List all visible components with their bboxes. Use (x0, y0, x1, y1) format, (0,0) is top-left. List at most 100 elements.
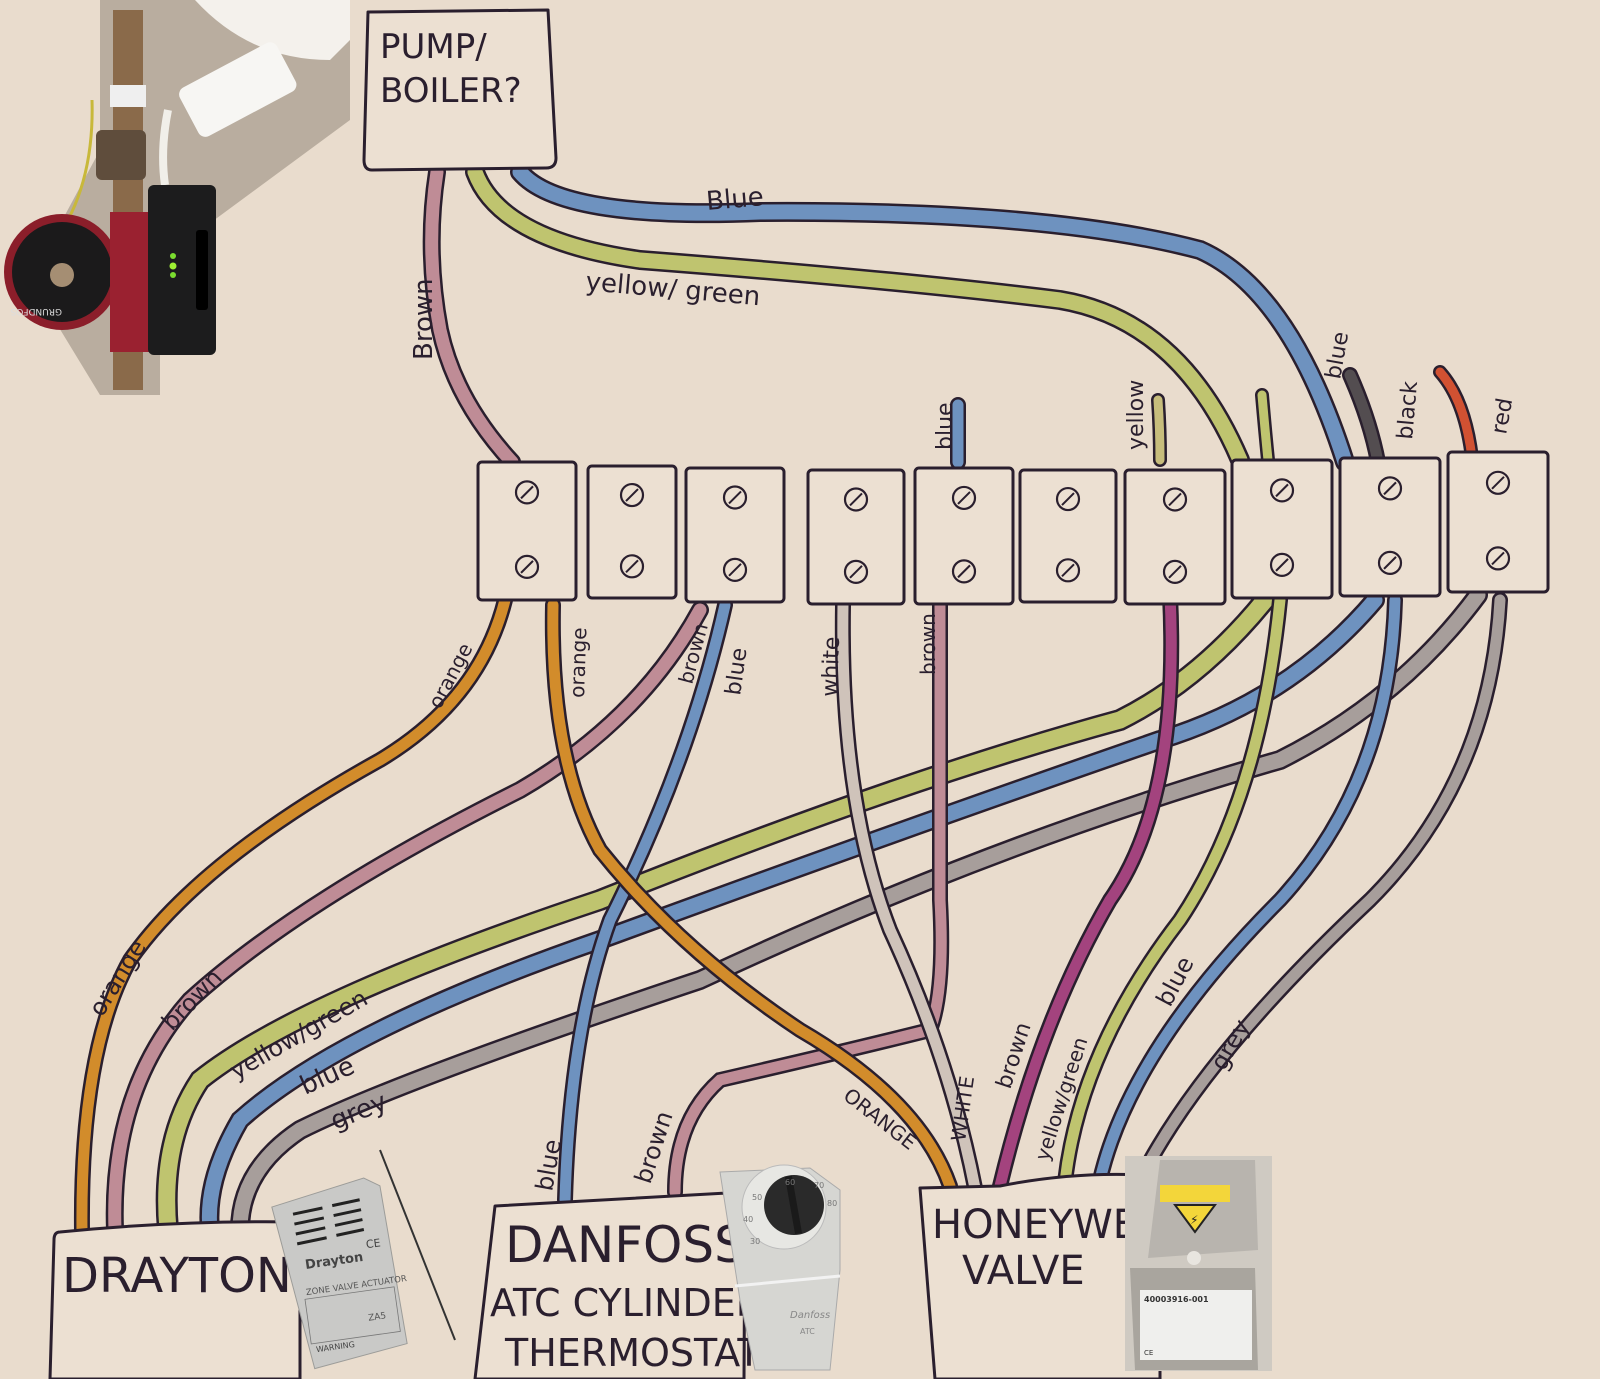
label-top-black-9: black (1393, 380, 1423, 441)
danfoss-label-line3: THERMOSTAT (504, 1331, 761, 1375)
wire-honeywell-orange (544, 597, 958, 1194)
pump-boiler-box: PUMP/ BOILER? (362, 8, 558, 172)
screw-slot (625, 488, 639, 502)
honeywell-photo-ce: CE (1144, 1349, 1153, 1357)
wire-top-yellow-green-8 (1255, 388, 1275, 467)
screw-slot (1061, 563, 1075, 578)
top-screw-icon (1377, 476, 1403, 501)
terminal-1 (476, 460, 578, 602)
wire-honeywell-grey (1132, 592, 1508, 1188)
screw-slot (957, 491, 971, 505)
dial-mark-50: 50 (752, 1193, 762, 1202)
terminal-housing (913, 466, 1015, 606)
wire-labels: Brown Blue yellow/ green blue yellow blu… (83, 182, 1518, 1193)
bottom-screw-icon (1055, 558, 1081, 583)
honeywell-actuator-photo: ⚡ 40003916-001 CE (1125, 1156, 1272, 1371)
wire-honeywell-orange-fill (547, 599, 956, 1192)
danfoss-label-line1: DANFOSS (505, 1216, 746, 1274)
bottom-screw-icon (843, 559, 869, 584)
bottom-screw-icon (619, 554, 645, 579)
terminal-housing (1123, 468, 1227, 606)
top-screw-icon (1055, 486, 1081, 512)
top-screw-icon (1269, 478, 1295, 503)
screw-slot (728, 563, 742, 577)
screw-slot (957, 564, 971, 579)
terminal-2 (586, 464, 678, 600)
honeywell-part-number: 40003916-001 (1144, 1295, 1209, 1304)
wire-drayton-orange-fill (76, 594, 511, 1238)
wire-drayton-blue (199, 590, 1385, 1240)
drayton-photo-ce: CE (365, 1236, 381, 1251)
wire-drayton-orange (73, 592, 513, 1240)
screw-slot (1491, 476, 1505, 490)
drayton-photo-model: ZA5 (368, 1311, 387, 1323)
terminal-9 (1338, 456, 1442, 598)
drayton-box: DRAYTON (48, 1220, 302, 1379)
wire-honeywell-brown-fill (994, 589, 1177, 1192)
wire-pump-blue-fill (512, 164, 1353, 470)
top-screw-icon (951, 485, 977, 511)
wire-drayton-yellow-green (155, 589, 1276, 1241)
wire-honeywell-brown (992, 587, 1180, 1194)
terminal-block (476, 450, 1550, 606)
screw-slot (1275, 483, 1289, 498)
screw-slot (1491, 551, 1505, 566)
top-screw-icon (514, 480, 540, 505)
wire-drayton-blue-outline (199, 590, 1385, 1240)
label-pump-blue: Blue (705, 182, 765, 217)
wire-top-black-9-fill (1344, 369, 1384, 468)
wire-drayton-grey (230, 585, 1488, 1240)
wire-drayton-blue-fill (201, 592, 1383, 1238)
screw-slot (728, 490, 742, 505)
screw-slot (520, 485, 534, 500)
wire-drayton-brown (105, 601, 709, 1239)
terminal-10 (1446, 450, 1550, 594)
top-screw-icon (619, 482, 645, 508)
label-top-blue-5: blue (933, 402, 958, 450)
wire-honeywell-grey-fill (1134, 594, 1506, 1186)
high-voltage-icon (1173, 1204, 1217, 1234)
screw-slot (849, 565, 863, 579)
wire-pump-brown-fill (425, 165, 519, 469)
danfoss-photo-brand: Danfoss (790, 1310, 830, 1321)
label-t1-orange-right: orange (565, 627, 591, 698)
pump-photo: GRUNDFOS (4, 0, 350, 395)
wire-top-black-9 (1342, 367, 1386, 470)
screw-slot (1168, 565, 1182, 579)
wire-pump-yellow-green-fill (467, 164, 1248, 468)
danfoss-label-line2: ATC CYLINDER (490, 1281, 762, 1325)
led-3 (170, 272, 176, 278)
wire-top-yellow-7 (1151, 393, 1167, 467)
wire-top-red-10-fill (1435, 367, 1477, 463)
label-drayton-brown: brown (156, 963, 228, 1036)
label-drayton-orange: orange (83, 935, 152, 1021)
pump-boiler-label-line2: BOILER? (380, 71, 522, 111)
screw-slot (1275, 558, 1289, 572)
wire-honeywell-blue-fill (1094, 594, 1401, 1186)
wire-drayton-yellow-green-fill (158, 591, 1274, 1239)
danfoss-box: DANFOSS ATC CYLINDER THERMOSTAT (473, 1190, 762, 1379)
wires-layer (73, 162, 1508, 1241)
danfoss-thermostat-photo: 60 50 40 30 70 80 Danfoss ATC (719, 1164, 841, 1371)
honeywell-label-sticker (1140, 1290, 1252, 1360)
dial-mark-80: 80 (827, 1199, 837, 1208)
label-top-yellow-7: yellow (1124, 380, 1149, 450)
wire-honeywell-blue-outline (1092, 592, 1403, 1188)
top-screw-icon (1162, 487, 1188, 512)
honeywell-box: HONEYWELL VALVE (918, 1172, 1183, 1379)
terminal-housing (684, 466, 786, 604)
bottom-screw-icon (1269, 552, 1295, 577)
led-1 (170, 253, 176, 259)
terminal-6 (1018, 468, 1118, 604)
terminal-housing (806, 468, 906, 606)
screw-slot (849, 492, 863, 507)
pump-boiler-label-line1: PUMP/ (380, 27, 487, 67)
terminal-housing (586, 464, 678, 600)
honeywell-label-line2: VALVE (962, 1248, 1085, 1294)
led-2 (169, 262, 177, 270)
screw-slot (520, 560, 534, 574)
terminal-housing (1018, 468, 1118, 604)
junction-box (179, 42, 297, 137)
wire-top-yellow-7-fill (1153, 395, 1165, 465)
wire-honeywell-yellow-green (1057, 592, 1288, 1190)
